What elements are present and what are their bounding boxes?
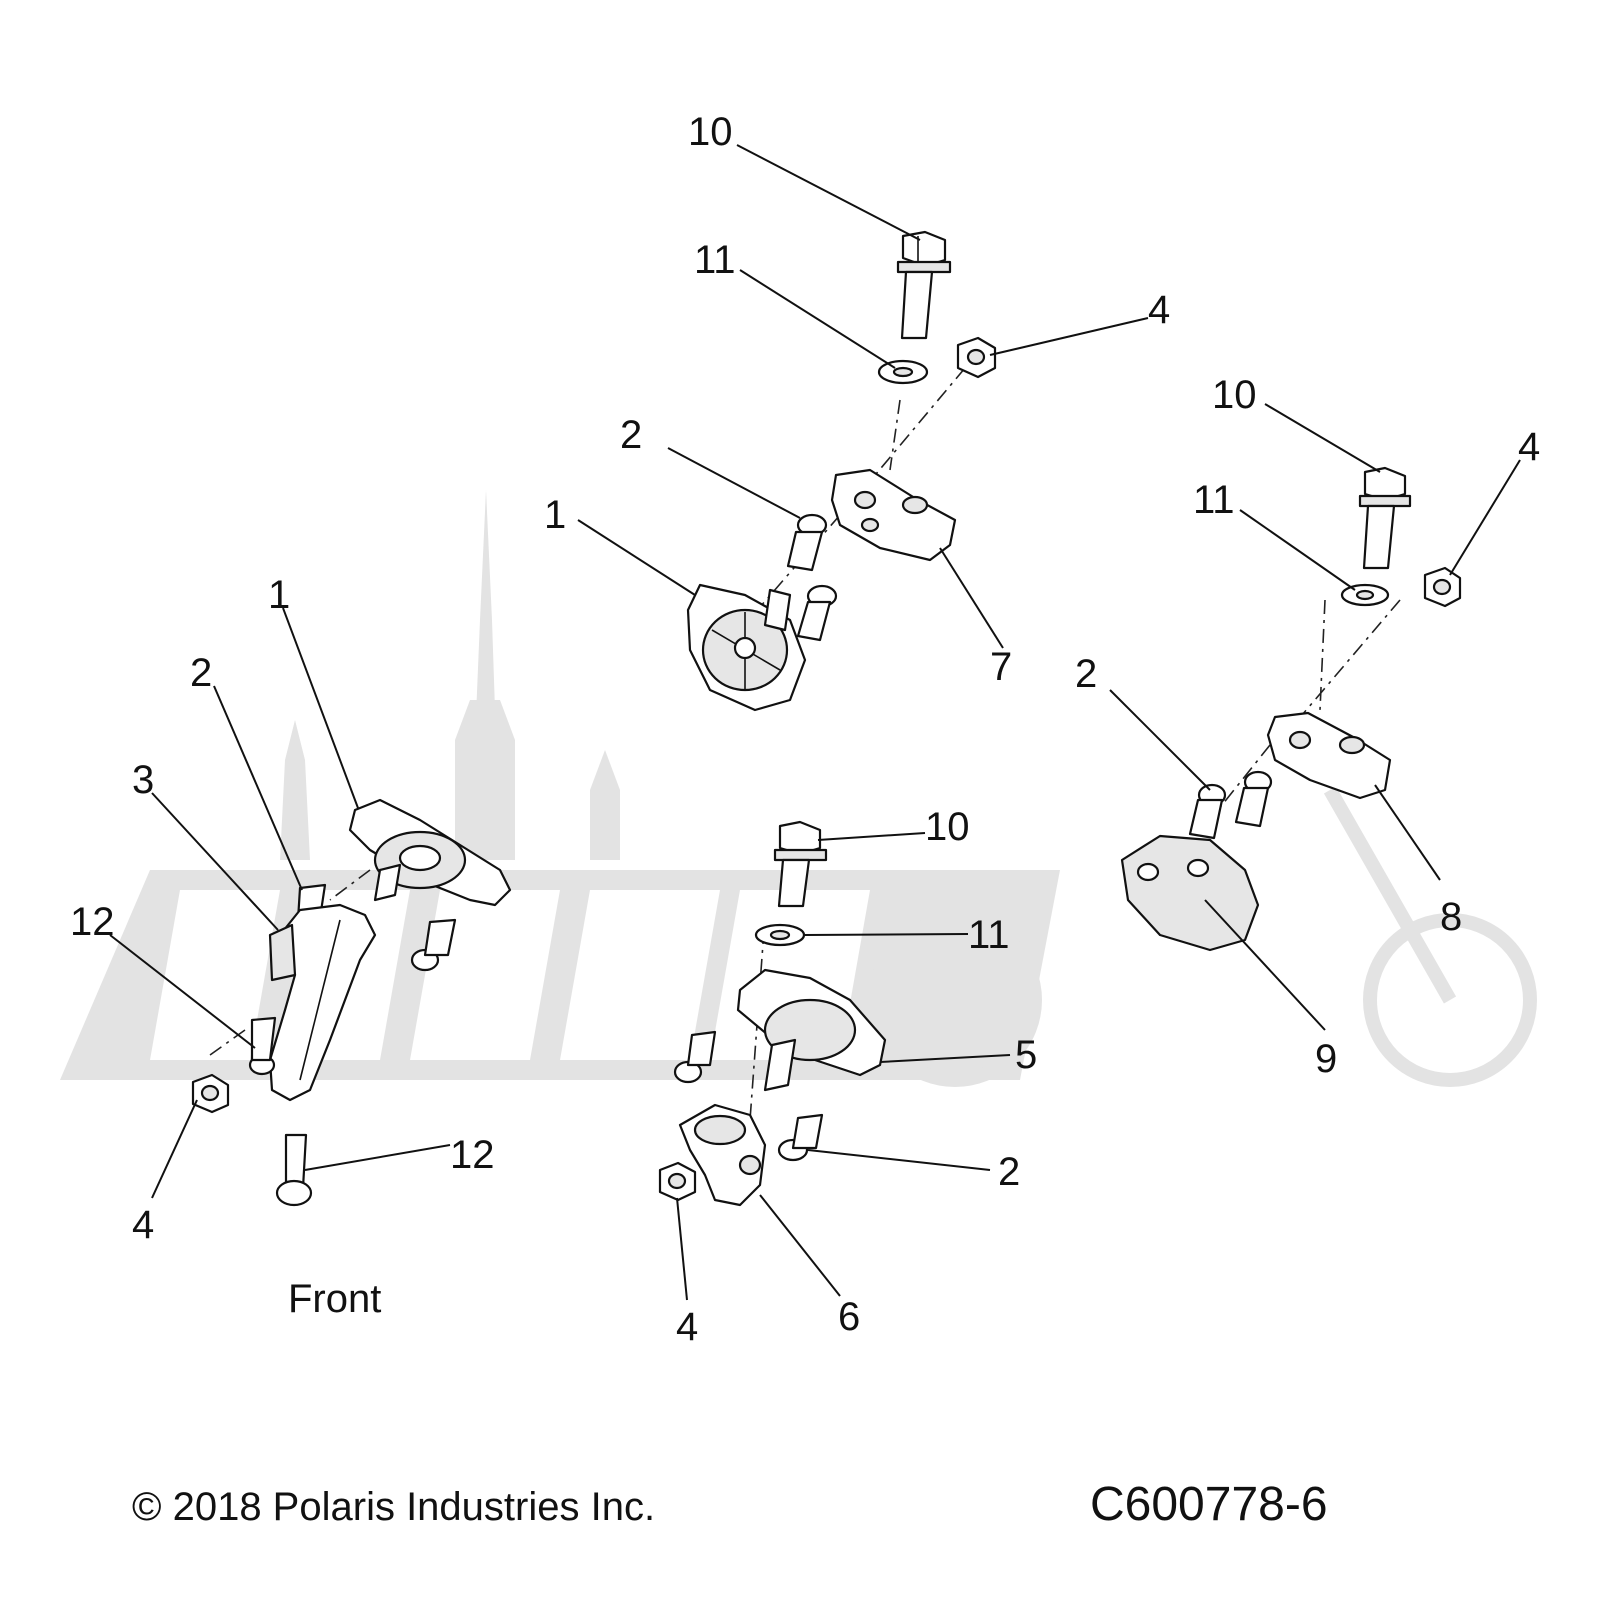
nut-4-front — [191, 1073, 230, 1114]
washer-11-right — [1340, 583, 1390, 607]
callout-c20: 11 — [968, 913, 1010, 957]
callout-c11: 8 — [1440, 895, 1462, 939]
callout-c7: 10 — [1212, 373, 1257, 417]
callout-labels: 10 11 4 2 1 7 10 11 4 2 8 9 1 2 3 12 4 1… — [70, 110, 1540, 1349]
mount-1-front — [348, 798, 512, 907]
callout-c13: 1 — [268, 573, 290, 617]
mount-1-top — [686, 583, 838, 712]
leader-lines — [109, 144, 1521, 1301]
callout-c19: 10 — [925, 805, 970, 849]
screw-12-front-a — [248, 1016, 277, 1076]
arm-3 — [268, 903, 377, 1102]
callout-c12: 9 — [1315, 1037, 1337, 1081]
callout-c17: 4 — [132, 1203, 154, 1247]
callout-c3: 4 — [1148, 288, 1170, 332]
callout-c18: 12 — [450, 1133, 495, 1177]
bushing-6 — [678, 1103, 767, 1207]
callout-c4: 2 — [620, 413, 642, 457]
callout-c1: 10 — [688, 110, 733, 154]
washer-11-top — [877, 359, 929, 385]
nut-4-center — [658, 1161, 697, 1202]
callout-c6: 7 — [990, 645, 1012, 689]
callout-c2: 11 — [694, 238, 736, 282]
bolt-10-right — [1358, 466, 1412, 570]
callout-c8: 11 — [1193, 478, 1235, 522]
callout-c16: 12 — [70, 900, 115, 944]
screw-12-front-b — [275, 1133, 313, 1207]
nut-4-right — [1423, 566, 1462, 608]
callout-c24: 6 — [838, 1295, 860, 1339]
front-caption: Front — [288, 1277, 381, 1321]
screw-2-center-a — [673, 1030, 717, 1084]
callout-c14: 2 — [190, 651, 212, 695]
bolt-10-center — [773, 820, 828, 908]
nut-4-top — [956, 336, 997, 379]
copyright-notice: © 2018 Polaris Industries Inc. — [132, 1485, 655, 1529]
callout-c9: 4 — [1518, 425, 1540, 469]
bracket-8 — [1266, 711, 1392, 800]
callout-c15: 3 — [132, 758, 154, 802]
bolt-10-top — [896, 230, 952, 340]
screw-2-front-b — [410, 918, 457, 972]
callout-c22: 2 — [998, 1150, 1020, 1194]
callout-c21: 5 — [1015, 1033, 1037, 1077]
washer-11-center — [754, 923, 806, 947]
callout-c10: 2 — [1075, 652, 1097, 696]
screw-2-center-b — [777, 1113, 824, 1162]
screw-2-top — [786, 513, 828, 572]
callout-c23: 4 — [676, 1305, 698, 1349]
mount-5 — [736, 968, 887, 1092]
callout-c5: 1 — [544, 493, 566, 537]
mount-9 — [1120, 834, 1260, 952]
diagram-code: C600778-6 — [1090, 1478, 1328, 1531]
screw-2-right — [1188, 770, 1273, 840]
bracket-7 — [830, 468, 957, 562]
